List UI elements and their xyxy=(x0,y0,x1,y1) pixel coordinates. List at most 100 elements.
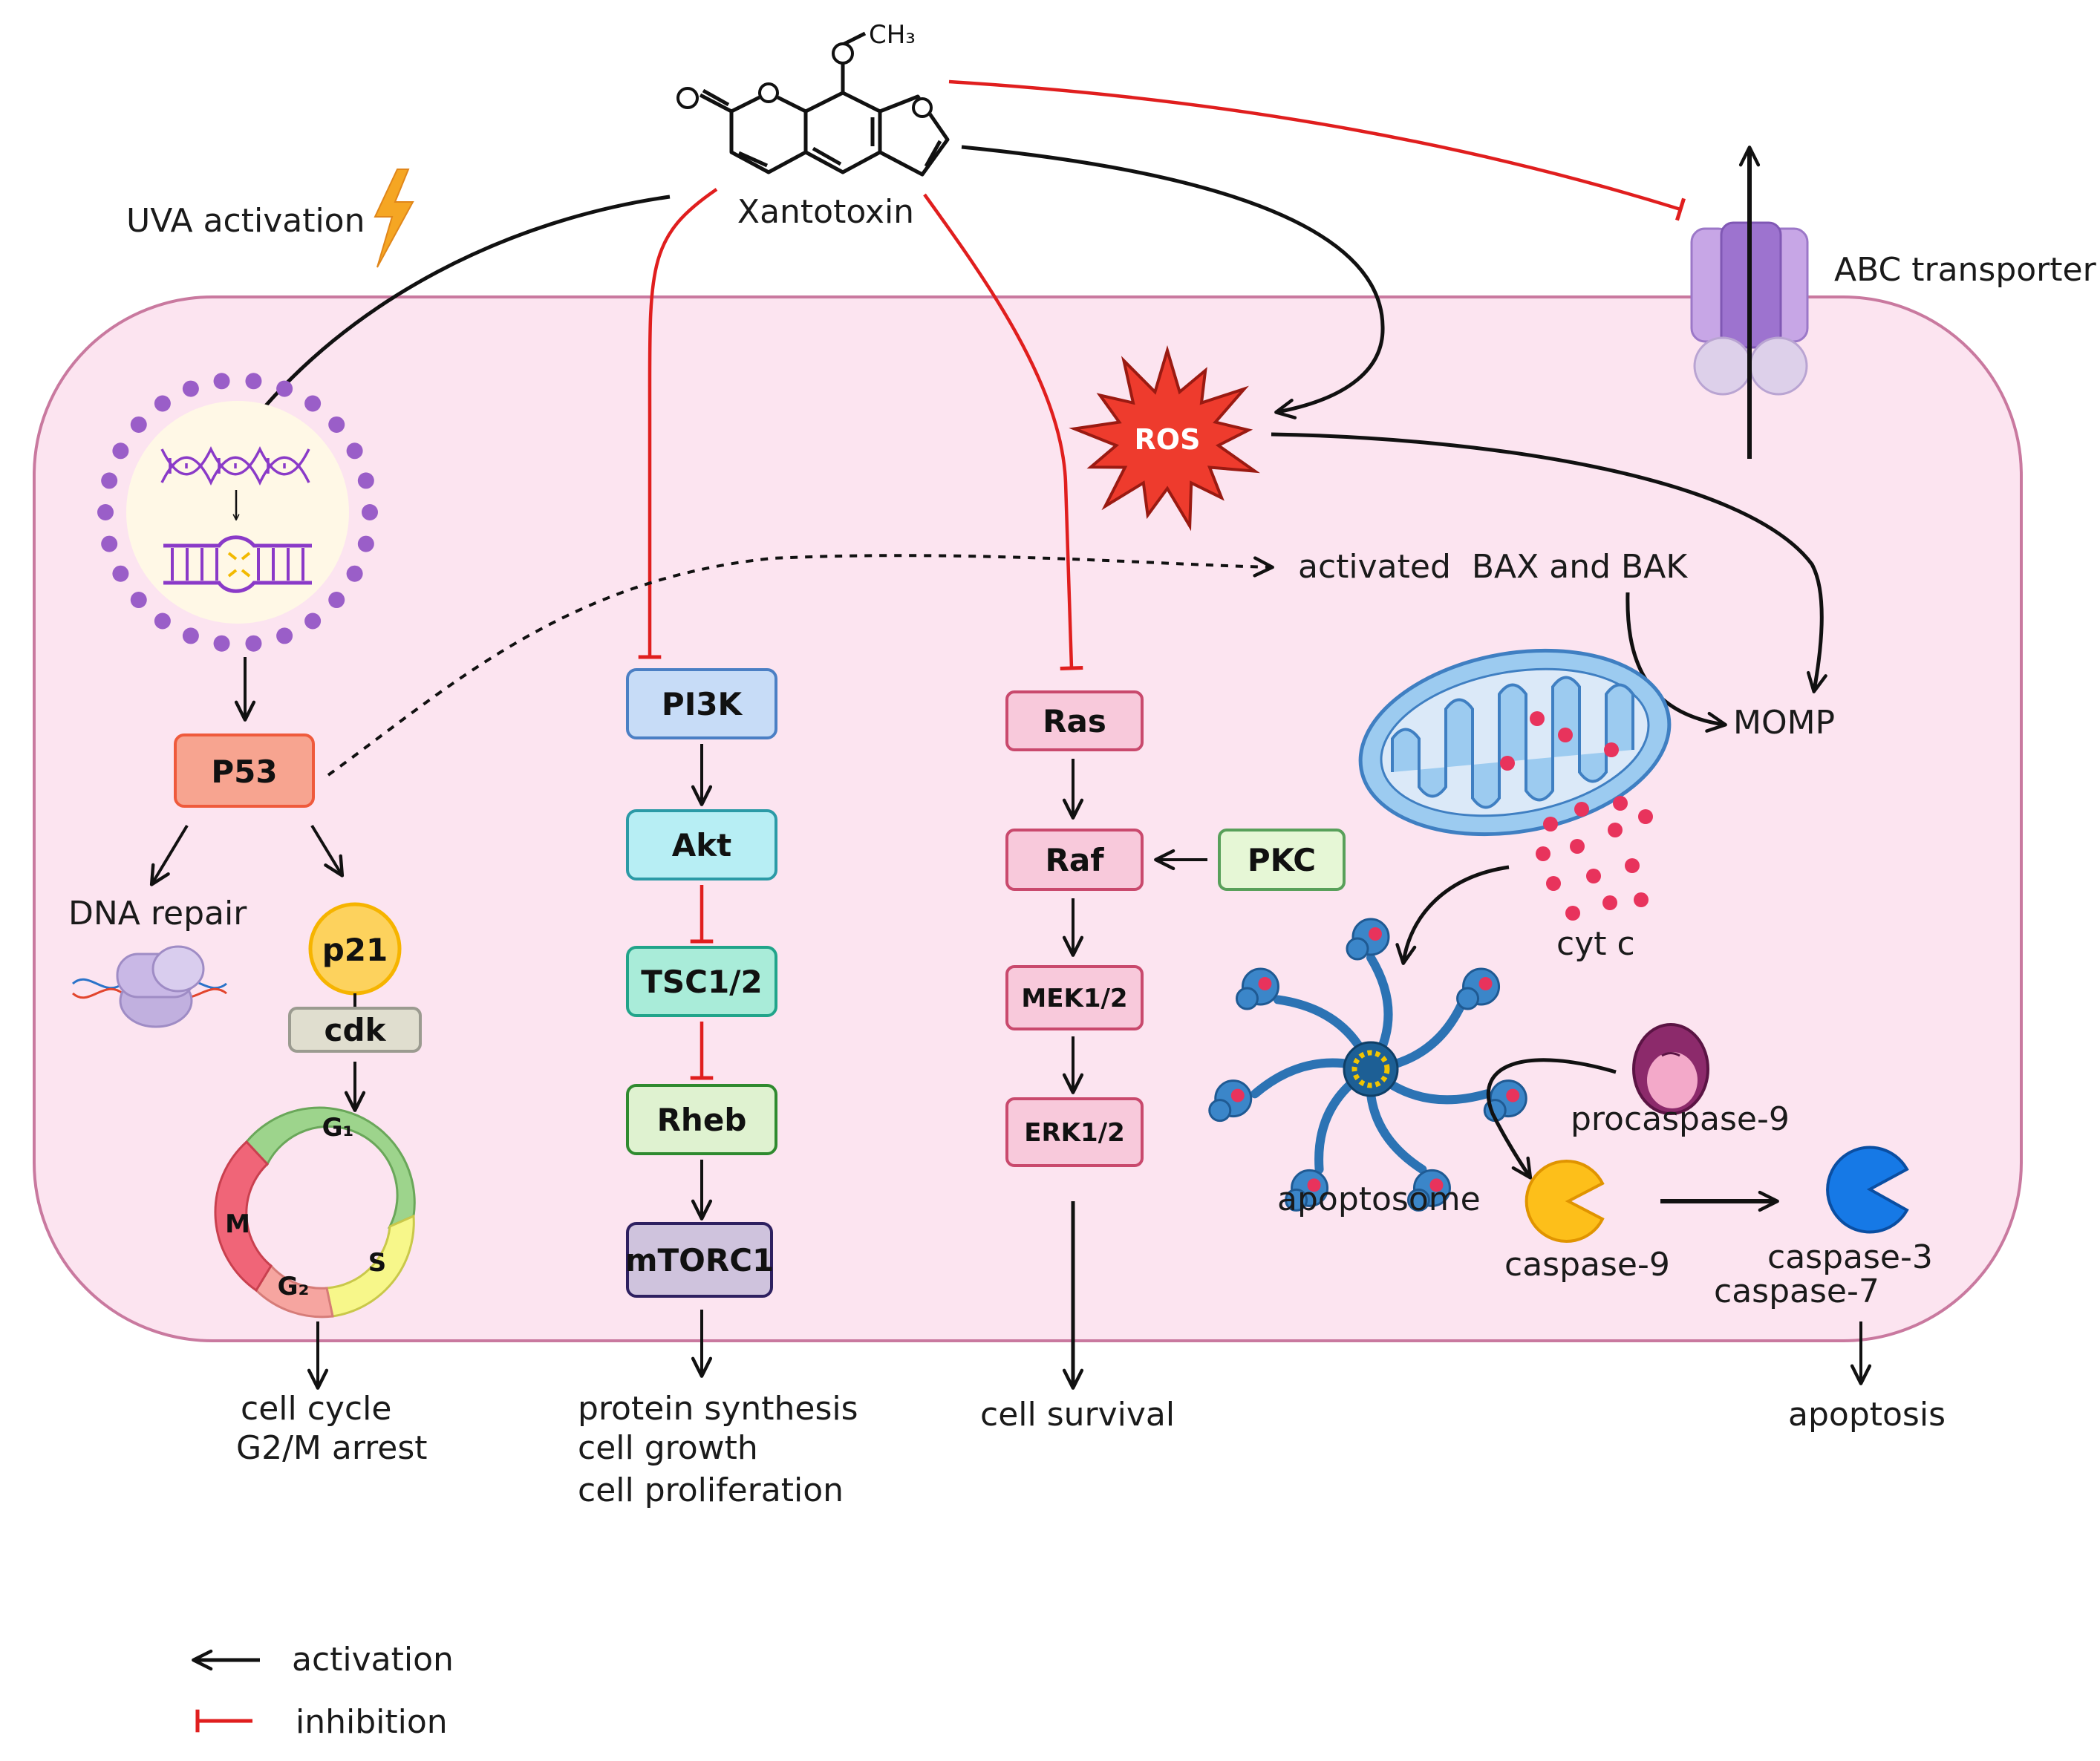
apoptosome-subunit xyxy=(1406,1188,1430,1212)
protein-synthesis-outcome: protein synthesis xyxy=(578,1390,858,1428)
apoptosome-cyt-c xyxy=(1258,977,1272,991)
apoptosome-subunit xyxy=(1456,987,1480,1010)
akt-node xyxy=(626,809,777,880)
dna-repair-label: DNA repair xyxy=(68,895,247,932)
nuclear-pore-dot xyxy=(357,535,374,552)
xantotoxin-label: Xantotoxin xyxy=(737,193,914,231)
apoptosome-core xyxy=(1351,1050,1390,1088)
nuclear-pore-dot xyxy=(245,373,262,390)
inhibit-xantotoxin-ras xyxy=(923,193,1083,671)
nuclear-pore-dot xyxy=(328,592,345,609)
nuclear-pore-dot xyxy=(362,504,378,520)
apoptosome-hub xyxy=(1343,1041,1399,1097)
ros-label: ROS xyxy=(1135,423,1201,456)
nuclear-pore-dot xyxy=(213,635,230,652)
nuclear-pore-dot xyxy=(182,380,199,397)
tsc-node xyxy=(626,946,777,1017)
raf-label: Raf xyxy=(1046,842,1105,878)
nuclear-pore-dot xyxy=(130,592,147,609)
legend-inhibition-label: inhibition xyxy=(296,1703,448,1741)
cyt-c-dot xyxy=(1634,892,1649,907)
nuclear-pore-dot xyxy=(276,380,293,397)
dashed-p53-to-bax-bak xyxy=(327,554,1274,777)
apoptosome-label: apoptosome xyxy=(1277,1180,1481,1218)
cyt-c-dot xyxy=(1586,869,1601,883)
nuclear-pore-dot xyxy=(276,627,293,644)
cdk-label: cdk xyxy=(325,1012,387,1048)
nuclear-pore-dot xyxy=(304,612,322,630)
cell-cycle-outcome-line1: cell cycle xyxy=(241,1390,391,1428)
cyt-c-dot xyxy=(1574,802,1589,817)
cell-survival-outcome: cell survival xyxy=(980,1396,1175,1434)
cdk-node xyxy=(288,1007,422,1053)
nuclear-pore-dot xyxy=(130,416,147,433)
caspase-9-pacman-icon xyxy=(1525,1160,1605,1243)
cyt-c-dot xyxy=(1565,906,1580,921)
pkc-label: PKC xyxy=(1248,842,1316,878)
cyt-c-dot xyxy=(1530,711,1545,726)
nuclear-pore-dot xyxy=(154,395,171,412)
cyt-c-dot xyxy=(1613,796,1628,811)
cell-cycle-outcome-line2: G2/M arrest xyxy=(236,1429,428,1467)
caspase-7-label: caspase-7 xyxy=(1714,1272,1879,1310)
nuclear-pore-dot xyxy=(182,627,199,644)
cycle-m-label: M xyxy=(225,1209,250,1239)
cyt-c-release-dots xyxy=(1536,796,1653,921)
cyt-c-dot xyxy=(1558,728,1573,742)
xantotoxin-atoms: CH₃ xyxy=(676,20,933,118)
p53-label: P53 xyxy=(211,754,277,790)
apoptosis-outcome: apoptosis xyxy=(1788,1396,1946,1434)
nuclear-pore-dot xyxy=(245,635,262,652)
erk-label: ERK1/2 xyxy=(1024,1118,1125,1148)
arrow-p53-to-p21 xyxy=(310,824,345,878)
rheb-label: Rheb xyxy=(657,1102,747,1138)
mek-node xyxy=(1005,965,1144,1030)
mek-label: MEK1/2 xyxy=(1021,984,1127,1013)
nuclear-pore-dot xyxy=(112,565,129,582)
cyt-c-dot xyxy=(1608,823,1623,837)
ras-node xyxy=(1005,690,1144,751)
cyt-c-dot xyxy=(1536,846,1550,861)
caspase-9-label: caspase-9 xyxy=(1504,1246,1670,1284)
inhibit-xantotoxin-abc-transporter xyxy=(948,79,1686,221)
procaspase-9-label: procaspase-9 xyxy=(1571,1100,1790,1138)
ras-label: Ras xyxy=(1043,703,1106,739)
pkc-node xyxy=(1218,829,1346,891)
erk-node xyxy=(1005,1097,1144,1167)
nuclear-pore-dot xyxy=(154,612,171,630)
arrow-ros-to-momp xyxy=(1271,432,1827,693)
nuclear-pore-dot xyxy=(112,442,129,460)
abc-transporter-label: ABC transporter xyxy=(1834,251,2097,289)
rheb-node xyxy=(626,1084,777,1155)
bax-bak-label: activated BAX and BAK xyxy=(1298,548,1688,586)
pi3k-label: PI3K xyxy=(662,686,743,722)
caspase-3-pacman-icon xyxy=(1826,1146,1909,1234)
pi3k-node xyxy=(626,668,777,739)
cyt-c-label: cyt c xyxy=(1556,925,1635,963)
akt-label: Akt xyxy=(672,827,732,863)
cell-cycle-ring: G₁ S G₂ M xyxy=(214,1106,416,1319)
cell-growth-outcome: cell growth xyxy=(578,1429,758,1467)
nuclear-pore-dot xyxy=(328,416,345,433)
nuclear-pore-dots xyxy=(97,373,378,652)
mtorc1-node xyxy=(626,1222,773,1298)
xantotoxin-structure xyxy=(699,31,950,177)
dna-icon xyxy=(160,446,312,593)
nuclear-pore-dot xyxy=(357,472,374,489)
nuclear-pore-dot xyxy=(213,373,230,390)
cyt-c-dot xyxy=(1602,895,1617,910)
arrow-procaspase-to-caspase9 xyxy=(1486,1058,1617,1180)
nuclear-pore-dot xyxy=(346,565,363,582)
cycle-g1-label: G₁ xyxy=(322,1113,354,1143)
arrow-p53-to-dna-repair xyxy=(149,824,189,886)
inhibit-xantotoxin-pi3k xyxy=(638,188,718,659)
apoptosome-subunit xyxy=(1235,987,1259,1010)
caspase-3-label: caspase-3 xyxy=(1767,1238,1933,1276)
uva-activation-label: UVA activation xyxy=(126,202,365,240)
legend-activation-label: activation xyxy=(292,1641,454,1679)
mtorc1-label: mTORC1 xyxy=(625,1242,775,1278)
raf-node xyxy=(1005,829,1144,891)
cyt-c-dot xyxy=(1625,858,1640,873)
apoptosome-cyt-c xyxy=(1506,1088,1520,1102)
cell-proliferation-outcome: cell proliferation xyxy=(578,1471,844,1509)
